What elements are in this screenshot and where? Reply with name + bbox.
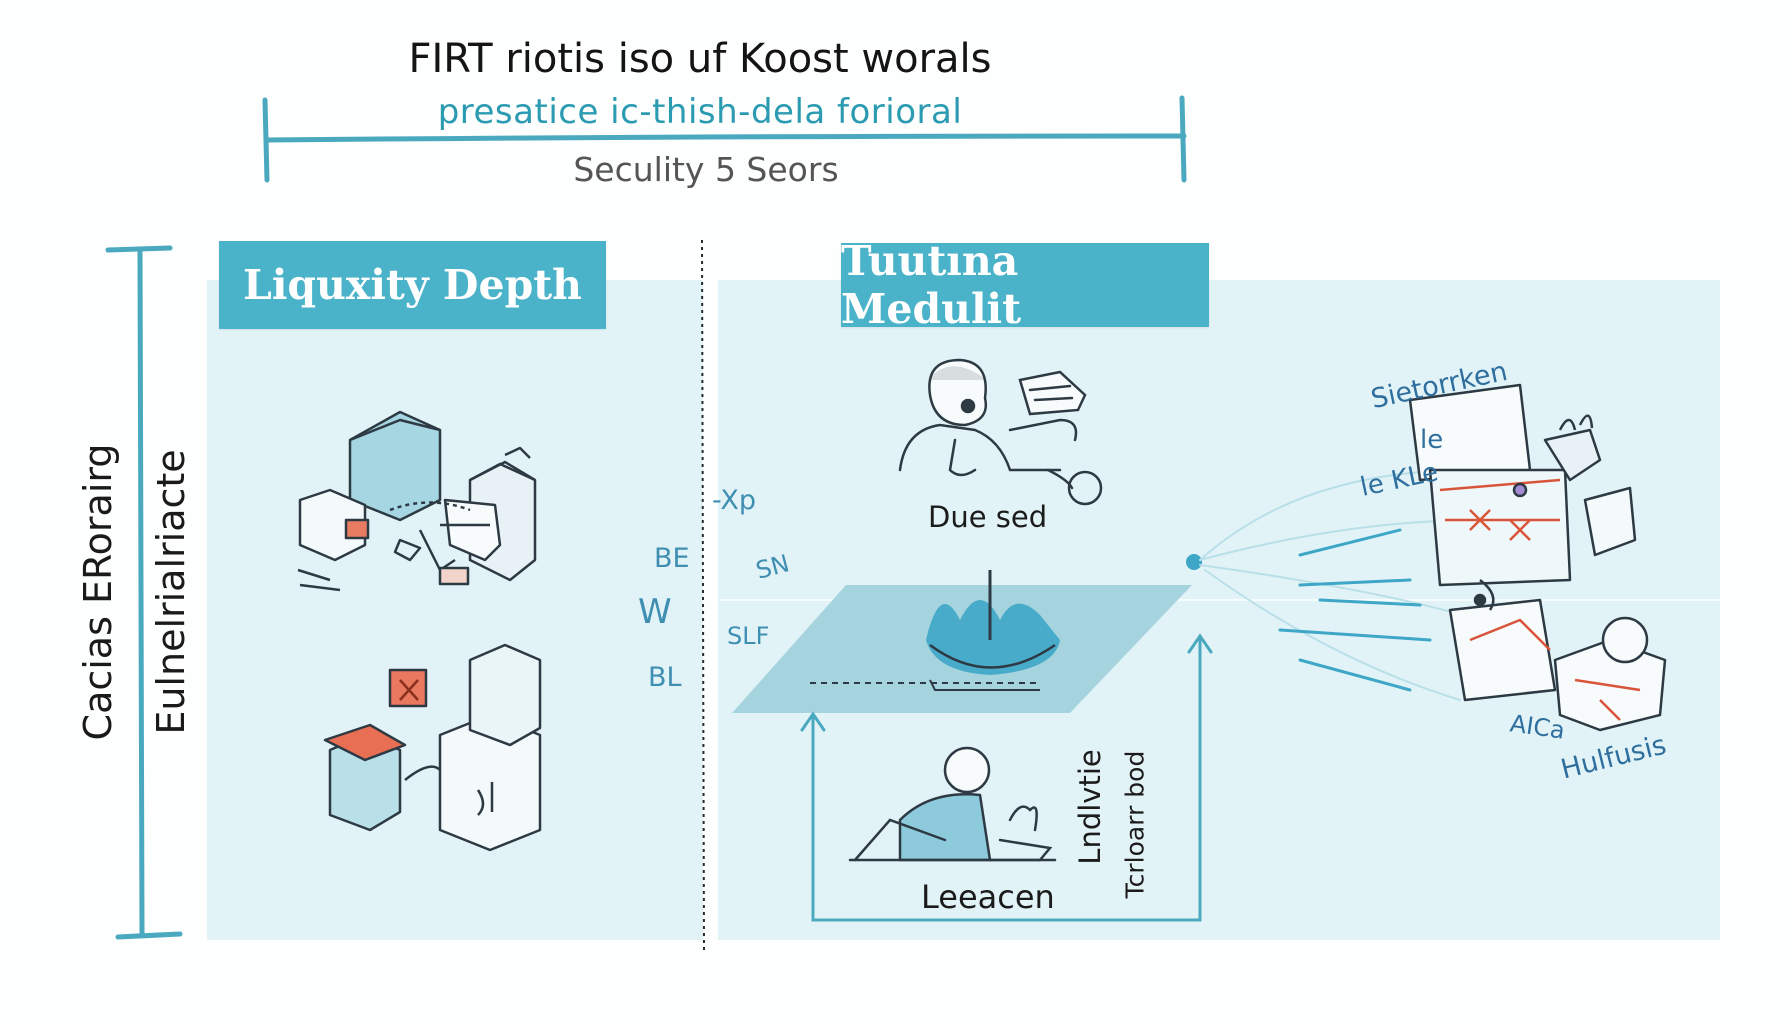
annotation-w: W [638, 592, 672, 632]
page-title: FIRT riotis iso uf Koost worals [408, 36, 992, 82]
page-caption: Seculity 5 Seors [573, 150, 839, 189]
left-panel-title: Liquxity Depth [219, 241, 606, 329]
side-label-inner: Eulnelrialriacte [149, 449, 193, 735]
figure-bottom-label: Leeacen [921, 878, 1055, 916]
right-panel-title: Tuutına Medulit [841, 237, 1209, 333]
page-subtitle: presatice ic-thish-dela forioral [437, 92, 963, 132]
person-reading-illustration [898, 358, 1103, 506]
top-bracket [262, 95, 1187, 183]
annotation-xp: -Xp [712, 485, 757, 516]
equipment-cluster-illustration [1408, 383, 1667, 732]
focus-dot [1186, 554, 1202, 570]
annotation-slf: SLF [727, 622, 770, 650]
data-platform-illustration [732, 570, 1192, 713]
side-bracket [105, 245, 183, 940]
side-label-outer: Cacias ERorairg [76, 443, 120, 741]
annotation-be: BE [654, 543, 690, 574]
figure-top-label: Due sed [928, 500, 1048, 534]
vertical-label-2: Tcrloarr bod [1120, 750, 1150, 899]
cluster-label-le: le [1420, 425, 1444, 455]
flow-arrows [800, 633, 1213, 922]
panel-divider [701, 239, 705, 951]
annotation-bl: BL [648, 662, 682, 693]
vertical-label-1: Lndlvtie [1073, 749, 1107, 865]
person-laptop-illustration [848, 746, 1057, 862]
server-cluster-top-illustration [297, 410, 537, 592]
server-cluster-bottom-illustration [323, 643, 542, 852]
